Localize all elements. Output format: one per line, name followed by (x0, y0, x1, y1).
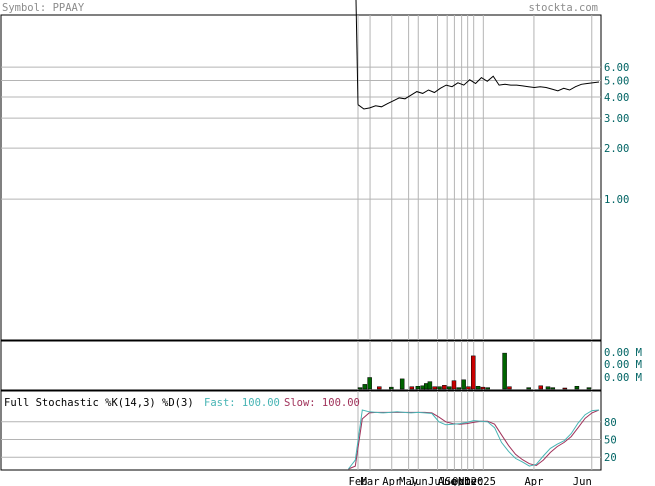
x-tick-label: Dec (464, 476, 483, 486)
grid-lines (1, 15, 601, 470)
volume-bar (471, 355, 476, 390)
volume-bar (437, 386, 442, 390)
x-tick-label: Mar (361, 476, 380, 486)
volume-bar (451, 380, 457, 390)
volume-bar (526, 387, 531, 390)
stochastic-panel-frame (0, 390, 602, 471)
volume-bar (545, 386, 551, 390)
price-tick-label: 3.00 (604, 113, 629, 125)
price-tick-label: 2.00 (604, 143, 629, 155)
stochastic-legend-bg (2, 393, 356, 409)
volume-bar (456, 387, 462, 390)
symbol-label: Symbol: PPAAY (2, 2, 85, 14)
x-tick-label: Nov (458, 476, 477, 486)
volume-bar (367, 377, 372, 390)
x-tick-label: Oct (452, 476, 471, 486)
volume-bar (442, 385, 447, 390)
volume-bar (446, 386, 452, 390)
stochastic-slow-label: Slow: 100.00 (284, 397, 360, 409)
x-tick-label: Apr (524, 476, 543, 486)
x-tick-label: May (399, 476, 418, 486)
volume-tick-label: 0.00 M (604, 359, 642, 371)
volume-bar (562, 387, 568, 390)
x-tick-label: Jun (409, 476, 428, 486)
site-label: stockta.com (528, 2, 598, 14)
price-spike-line (355, 0, 359, 105)
volume-bar (427, 381, 433, 390)
x-tick-label: 2025 (471, 476, 496, 486)
price-tick-label: 4.00 (604, 92, 629, 104)
x-tick-label: Apr (382, 476, 401, 486)
volume-tick-label: 0.00 M (604, 372, 642, 384)
volume-bar (475, 385, 481, 390)
stochastic-fast-label: Fast: 100.00 (204, 397, 280, 409)
volume-bar (586, 387, 592, 390)
volume-series (357, 352, 592, 390)
price-series (355, 0, 600, 110)
volume-tick-label: 0.00 M (604, 347, 642, 359)
volume-bar (362, 384, 368, 390)
price-tick-label: 1.00 (604, 194, 629, 206)
volume-bar (480, 386, 486, 390)
stoch-tick-label: 80 (604, 417, 617, 429)
volume-bar (461, 379, 466, 390)
price-line (357, 75, 600, 110)
stochastic-series (348, 409, 600, 470)
price-panel-frame (0, 14, 602, 341)
volume-bar (466, 386, 471, 390)
volume-bar (550, 387, 556, 390)
volume-bar (432, 386, 437, 390)
x-tick-label: Feb (349, 476, 368, 486)
x-tick-label: Jun (573, 476, 592, 486)
stochastic-title: Full Stochastic %K(14,3) %D(3) (4, 397, 194, 409)
volume-bar (538, 385, 543, 390)
volume-bar (377, 386, 382, 390)
volume-bar (574, 385, 580, 390)
x-tick-label: Sep (445, 476, 464, 486)
x-tick-label: Jul (428, 476, 447, 486)
volume-bar (502, 352, 507, 390)
volume-bar (507, 386, 512, 390)
volume-panel-frame (0, 340, 602, 391)
stoch-tick-label: 50 (604, 435, 617, 447)
stoch-tick-label: 20 (604, 452, 617, 464)
volume-bar (389, 386, 394, 390)
stochastic-fast-line (348, 409, 600, 470)
price-tick-label: 5.00 (604, 76, 629, 88)
price-tick-label: 6.00 (604, 62, 629, 74)
x-tick-label: Aug (438, 476, 457, 486)
volume-bar (415, 385, 421, 390)
volume-bar (409, 386, 415, 390)
volume-bar (357, 387, 363, 390)
volume-bar (399, 378, 405, 390)
volume-bar (485, 387, 490, 390)
